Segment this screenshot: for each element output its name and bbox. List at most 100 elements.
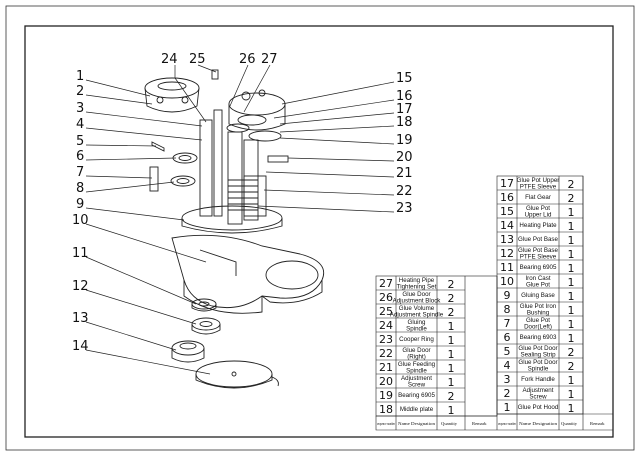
bom-right-name: Spindle [528, 366, 549, 373]
upper-lid-assembly [226, 89, 286, 142]
bom-right-qty: 1 [568, 220, 575, 233]
bom-right-name: Glue Pot Door [518, 345, 557, 352]
inner-border [24, 25, 614, 438]
bom-left-seq: 19 [379, 389, 393, 402]
bom-right-name: Fork Handle [521, 376, 555, 383]
hdr-right-remark: Remark [590, 421, 605, 426]
callout-11: 11 [72, 246, 89, 261]
glue-pot-body [171, 205, 325, 314]
bom-right-qty: 1 [568, 374, 575, 387]
leader-lines [85, 64, 395, 375]
callout-9: 9 [76, 197, 84, 212]
callout-15: 15 [396, 71, 413, 86]
bom-right-name: Iron Cast [525, 275, 550, 282]
bom-right-name: Glue Pot Hood [518, 404, 559, 411]
bom-right-seq: 6 [504, 331, 511, 344]
bom-right-qty: 1 [568, 262, 575, 275]
bom-right-name: Glue Pot Upper [517, 177, 560, 184]
bom-right-seq: 14 [500, 219, 514, 232]
callout-6: 6 [76, 149, 84, 164]
bom-right-name: PTFE Sleeve [520, 184, 557, 191]
bom-left-name: Glue Door [402, 347, 430, 354]
bom-right-seq: 11 [500, 261, 514, 274]
bom-left-seq: 20 [379, 375, 393, 388]
bom-left-name: Spindle [406, 326, 427, 333]
bom-left-name: (Right) [407, 354, 426, 361]
callout-14: 14 [72, 339, 89, 354]
callout-18: 18 [396, 115, 413, 130]
bom-right-qty: 1 [568, 290, 575, 303]
glue-door-parts [149, 141, 198, 192]
callout-16: 16 [396, 89, 413, 104]
bom-left-seq: 24 [379, 319, 393, 332]
bom-right-name: Adjustment [523, 387, 554, 394]
callout-27: 27 [261, 52, 278, 67]
hdr-right-seq: sequence number [498, 421, 516, 426]
callout-12: 12 [72, 279, 89, 294]
adjustment-screw-20 [267, 155, 289, 163]
lower-bearings [191, 298, 221, 335]
bom-left-name: Adjustment Block [393, 298, 442, 305]
bom-left-seq: 26 [379, 291, 393, 304]
callout-13: 13 [72, 311, 89, 326]
bom-left-qty: 1 [448, 376, 455, 389]
bom-left-qty: 1 [448, 334, 455, 347]
bom-left-seq: 18 [379, 403, 393, 416]
callout-19: 19 [396, 133, 413, 148]
outer-border [5, 5, 635, 451]
glue-pot-base [171, 340, 205, 363]
bom-left-qty: 2 [448, 278, 455, 291]
bom-right-qty: 2 [568, 192, 575, 205]
bom-right-name: Glue Pot Base [518, 247, 558, 254]
bom-right-qty: 1 [568, 402, 575, 415]
callout-23: 23 [396, 201, 413, 216]
bom-left-name: Adjustment Spindle [390, 312, 444, 319]
bom-right-qty: 1 [568, 248, 575, 261]
bom-right-qty: 2 [568, 360, 575, 373]
bom-left-grid [376, 289, 465, 403]
bom-right-seq: 10 [500, 275, 514, 288]
bom-right-name: PTFE Sleeve [520, 254, 557, 261]
bom-left-name: Screw [408, 382, 426, 389]
bom-right-seq: 5 [504, 345, 511, 358]
hdr-left-name: Name Designation [398, 421, 436, 426]
bom-right-seq: 12 [500, 247, 514, 260]
callout-20: 20 [396, 150, 413, 165]
hdr-left-remark: Remark [472, 421, 487, 426]
heating-plate [195, 360, 279, 389]
bom-right-qty: 2 [568, 178, 575, 191]
exploded-view [144, 69, 325, 389]
bom-left-seq: 22 [379, 347, 393, 360]
bom-left-seq: 23 [379, 333, 393, 346]
bom-right-seq: 17 [500, 177, 514, 190]
bom-right-name: Glue Pot [526, 317, 550, 324]
hdr-left-seq: sequence number [377, 421, 395, 426]
callout-7: 7 [76, 165, 84, 180]
bom-left-name: Middle plate [400, 406, 434, 413]
bom-right-qty: 1 [568, 206, 575, 219]
bom-right-name: Screw [529, 394, 547, 401]
bom-left-name: Glue Feeding [398, 361, 436, 368]
bom-left-qty: 2 [448, 306, 455, 319]
callout-4: 4 [76, 117, 84, 132]
bom-right-qty: 1 [568, 332, 575, 345]
bom-right-name: Glue Pot [526, 282, 550, 289]
bom-right-name: Bushing [527, 310, 550, 317]
bom-right-seq: 13 [500, 233, 514, 246]
bom-left-seq: 25 [379, 305, 393, 318]
bom-left-qty: 1 [448, 320, 455, 333]
bom-right-name: Glue Pot Base [518, 236, 558, 243]
callout-26: 26 [239, 52, 256, 67]
hdr-right-qty: Quantity [561, 421, 578, 426]
callout-10: 10 [72, 213, 89, 228]
callout-17: 17 [396, 102, 413, 117]
bom-left-name: Adjustment [401, 375, 432, 382]
bom-left-qty: 2 [448, 390, 455, 403]
bom-left-name: Heating Pipe [399, 277, 435, 284]
bom-right-name: Bearing 6905 [520, 264, 557, 271]
bom-right-name: Glue Pot Iron [520, 303, 557, 310]
bom-right-name: Glue Pot Door [518, 359, 557, 366]
bill-of-materials [375, 175, 614, 431]
